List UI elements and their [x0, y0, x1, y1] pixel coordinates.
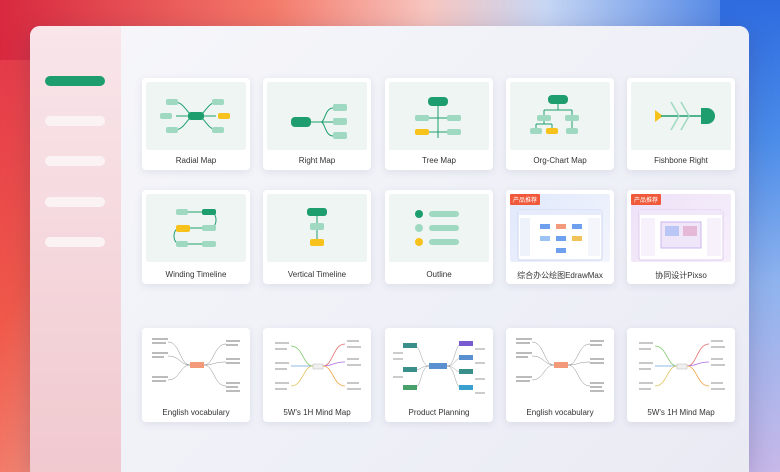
template-label: Vertical Timeline	[287, 270, 347, 279]
pixso-preview-icon	[631, 194, 731, 262]
example-label: 5W's 1H Mind Map	[283, 408, 351, 417]
winding-timeline-icon	[146, 194, 246, 262]
example-card-5w1h-mind-map[interactable]: 5W's 1H Mind Map	[263, 328, 371, 422]
sidebar-item-5[interactable]	[45, 237, 105, 247]
tree-map-icon	[389, 82, 489, 150]
template-label: Org-Chart Map	[533, 156, 587, 165]
mind-map-preview-icon	[389, 332, 489, 400]
example-label: 5W's 1H Mind Map	[647, 408, 715, 417]
template-label: Outline	[426, 270, 452, 279]
product-card-pixso[interactable]: 产品推荐 协同设计Pixso	[627, 190, 735, 284]
sidebar	[30, 26, 121, 472]
sidebar-item-3[interactable]	[45, 156, 105, 166]
product-card-edrawmax[interactable]: 产品推荐 综合办公绘图EdrawMax	[506, 190, 614, 284]
outline-icon	[389, 194, 489, 262]
mind-map-preview-icon	[146, 332, 246, 400]
radial-map-icon	[146, 82, 246, 150]
sidebar-item-1[interactable]	[45, 76, 105, 86]
example-card-product-planning[interactable]: Product Planning	[385, 328, 493, 422]
template-label: Tree Map	[422, 156, 456, 165]
app-window: Radial Map Right Map	[30, 26, 749, 472]
template-card-org-chart-map[interactable]: Org-Chart Map	[506, 78, 614, 170]
mind-map-preview-icon	[631, 332, 731, 400]
template-card-right-map[interactable]: Right Map	[263, 78, 371, 170]
org-chart-map-icon	[510, 82, 610, 150]
template-label: Radial Map	[175, 156, 217, 165]
template-card-winding-timeline[interactable]: Winding Timeline	[142, 190, 250, 284]
example-label: Product Planning	[408, 408, 470, 417]
sidebar-item-2[interactable]	[45, 116, 105, 126]
template-card-tree-map[interactable]: Tree Map	[385, 78, 493, 170]
mind-map-preview-icon	[510, 332, 610, 400]
template-card-vertical-timeline[interactable]: Vertical Timeline	[263, 190, 371, 284]
example-label: English vocabulary	[162, 408, 230, 417]
example-label: English vocabulary	[526, 408, 594, 417]
template-card-fishbone-right[interactable]: Fishbone Right	[627, 78, 735, 170]
example-card-english-vocabulary[interactable]: English vocabulary	[142, 328, 250, 422]
sidebar-item-4[interactable]	[45, 197, 105, 207]
recommend-badge: 产品推荐	[631, 194, 662, 205]
template-label: 协同设计Pixso	[655, 271, 707, 280]
edrawmax-preview-icon	[510, 194, 610, 262]
template-label: Fishbone Right	[654, 156, 708, 165]
recommend-badge: 产品推荐	[510, 194, 541, 205]
template-card-outline[interactable]: Outline	[385, 190, 493, 284]
mind-map-preview-icon	[267, 332, 367, 400]
template-card-radial-map[interactable]: Radial Map	[142, 78, 250, 170]
vertical-timeline-icon	[267, 194, 367, 262]
template-label: 综合办公绘图EdrawMax	[517, 271, 603, 280]
example-card-english-vocabulary-2[interactable]: English vocabulary	[506, 328, 614, 422]
example-card-5w1h-mind-map-2[interactable]: 5W's 1H Mind Map	[627, 328, 735, 422]
right-map-icon	[267, 82, 367, 150]
fishbone-right-icon	[631, 82, 731, 150]
template-gallery: Radial Map Right Map	[121, 26, 749, 472]
template-label: Winding Timeline	[165, 270, 227, 279]
template-label: Right Map	[298, 156, 336, 165]
